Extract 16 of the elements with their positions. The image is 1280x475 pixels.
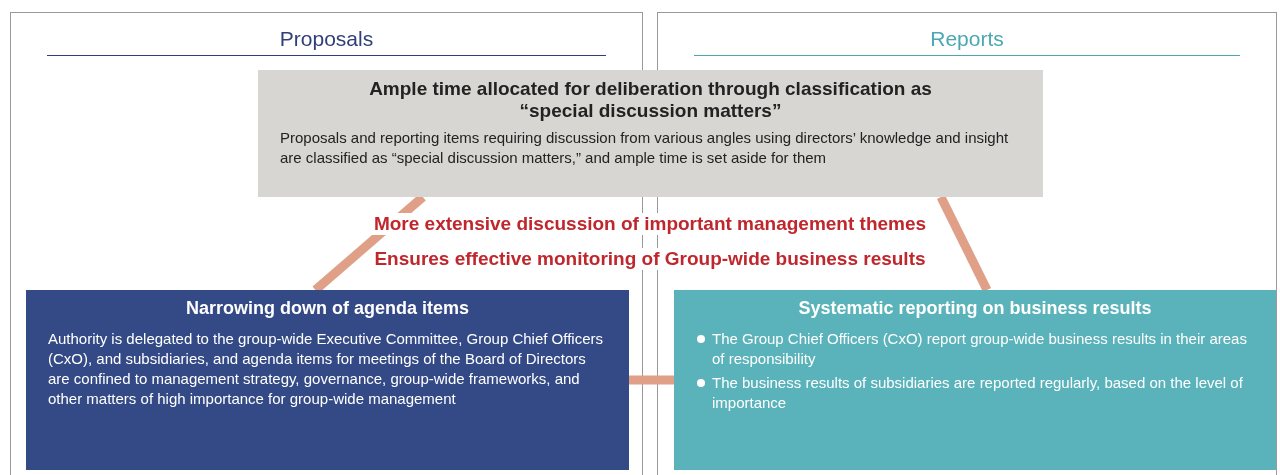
box-text: Proposals and reporting items requiring discussion from various angles using directors’ knowledge and insight are classified as “special discussion matters,” and ample time is set aside for them (280, 128, 1010, 168)
bullet-text: The Group Chief Officers (CxO) report group-wide business results in their areas of responsibility (712, 330, 1247, 367)
box-heading: Ample time allocated for deliberation through classification as “special discussion matters” (368, 78, 933, 122)
box-heading: Systematic reporting on business results (797, 298, 1153, 319)
bullet-text: The business results of subsidiaries are reported regularly, based on the level of importance (712, 374, 1243, 411)
text-box (258, 70, 1043, 197)
panel-heading: Proposals (47, 27, 606, 56)
text-box (674, 290, 1276, 470)
connector-line (936, 195, 992, 292)
panel-heading: Reports (694, 27, 1240, 56)
highlight-text: Ensures effective monitoring of Group-wide business results (372, 248, 928, 270)
text-box (26, 290, 629, 470)
highlight-text: More extensive discussion of important management themes (371, 213, 929, 235)
box-heading: Narrowing down of agenda items (185, 298, 470, 319)
box-text: Authority is delegated to the group-wide Executive Committee, Group Chief Officers (CxO), and subsidiaries, and agenda items for meetings of the Board of Directors are confined to management strategy, governance, group-wide frameworks, and other matters of high importance for group-wide management (48, 329, 604, 409)
connector-line (629, 375, 674, 385)
